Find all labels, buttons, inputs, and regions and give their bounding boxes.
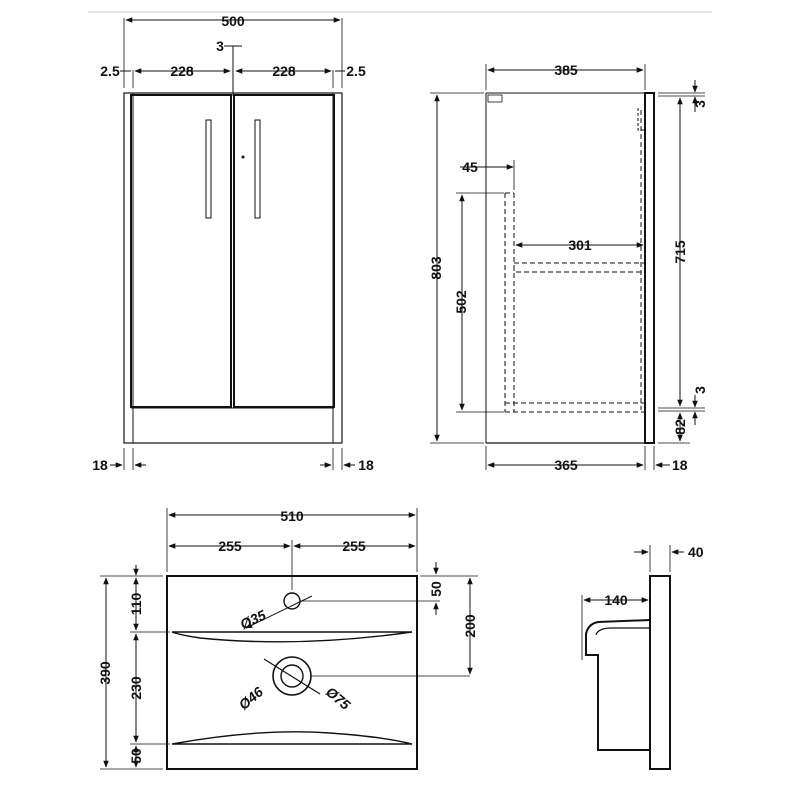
right-door bbox=[233, 94, 335, 408]
section-bowl-projection: 140 bbox=[604, 592, 628, 608]
basin-overall-width: 510 bbox=[280, 508, 304, 524]
basin-tap-hole-from-back: 50 bbox=[428, 581, 444, 597]
basin-bowl-front-rim bbox=[171, 731, 413, 745]
basin-half-width-right: 255 bbox=[342, 538, 366, 554]
waste-inner bbox=[280, 664, 304, 688]
section-rim-thickness: 40 bbox=[688, 544, 704, 560]
front-door-gap: 3 bbox=[216, 38, 224, 54]
side-plinth-height: 82 bbox=[672, 419, 688, 435]
front-door-width-left: 228 bbox=[170, 63, 194, 79]
basin-bowl-back-rim bbox=[171, 631, 413, 643]
front-panel-left: 18 bbox=[92, 457, 108, 473]
side-view bbox=[430, 64, 705, 470]
left-door bbox=[130, 94, 232, 408]
side-inner-height: 502 bbox=[453, 290, 469, 314]
side-top-gap: 3 bbox=[692, 100, 708, 108]
front-door-width-right: 228 bbox=[272, 63, 296, 79]
front-side-margin-left: 2.5 bbox=[100, 63, 120, 79]
basin-half-width-left: 255 bbox=[218, 538, 242, 554]
front-view-labels: 500 3 2.5 228 228 2.5 18 18 bbox=[92, 13, 374, 473]
basin-tap-hole-diameter: Ø35 bbox=[238, 607, 269, 633]
left-door-handle bbox=[205, 119, 212, 219]
basin-section bbox=[581, 545, 684, 770]
front-overall-width: 500 bbox=[221, 13, 245, 29]
side-shelf-depth: 301 bbox=[568, 237, 592, 253]
front-view bbox=[110, 17, 355, 470]
basin-plan bbox=[100, 508, 478, 770]
side-base-depth: 365 bbox=[554, 457, 578, 473]
basin-waste-inner-diameter: Ø46 bbox=[236, 683, 267, 712]
section-back-slab bbox=[649, 575, 671, 770]
side-door-slab bbox=[644, 92, 655, 444]
side-bottom-gap: 3 bbox=[692, 386, 708, 394]
right-door-handle bbox=[254, 119, 261, 219]
side-door-height: 715 bbox=[672, 240, 688, 264]
side-overall-height: 803 bbox=[428, 256, 444, 280]
basin-tap-hole-offset: 110 bbox=[128, 592, 144, 615]
basin-overall-depth: 390 bbox=[97, 661, 113, 685]
side-overall-depth: 385 bbox=[554, 62, 578, 78]
side-shelf-inset: 45 bbox=[462, 159, 478, 175]
basin-waste-from-back: 200 bbox=[462, 614, 478, 638]
basin-front-margin: 50 bbox=[128, 748, 144, 764]
side-door-thickness: 18 bbox=[672, 457, 688, 473]
tap-hole bbox=[283, 592, 301, 610]
front-panel-right: 18 bbox=[358, 457, 374, 473]
basin-waste-outer-diameter: Ø75 bbox=[323, 684, 354, 713]
basin-section-labels: 40 140 bbox=[604, 544, 703, 608]
side-view-labels: 385 803 3 45 301 502 715 3 82 365 18 bbox=[428, 62, 708, 473]
basin-bowl-depth: 230 bbox=[128, 676, 144, 700]
side-shelf bbox=[513, 262, 646, 273]
front-side-margin-right: 2.5 bbox=[346, 63, 366, 79]
section-bowl-profile bbox=[585, 619, 651, 751]
